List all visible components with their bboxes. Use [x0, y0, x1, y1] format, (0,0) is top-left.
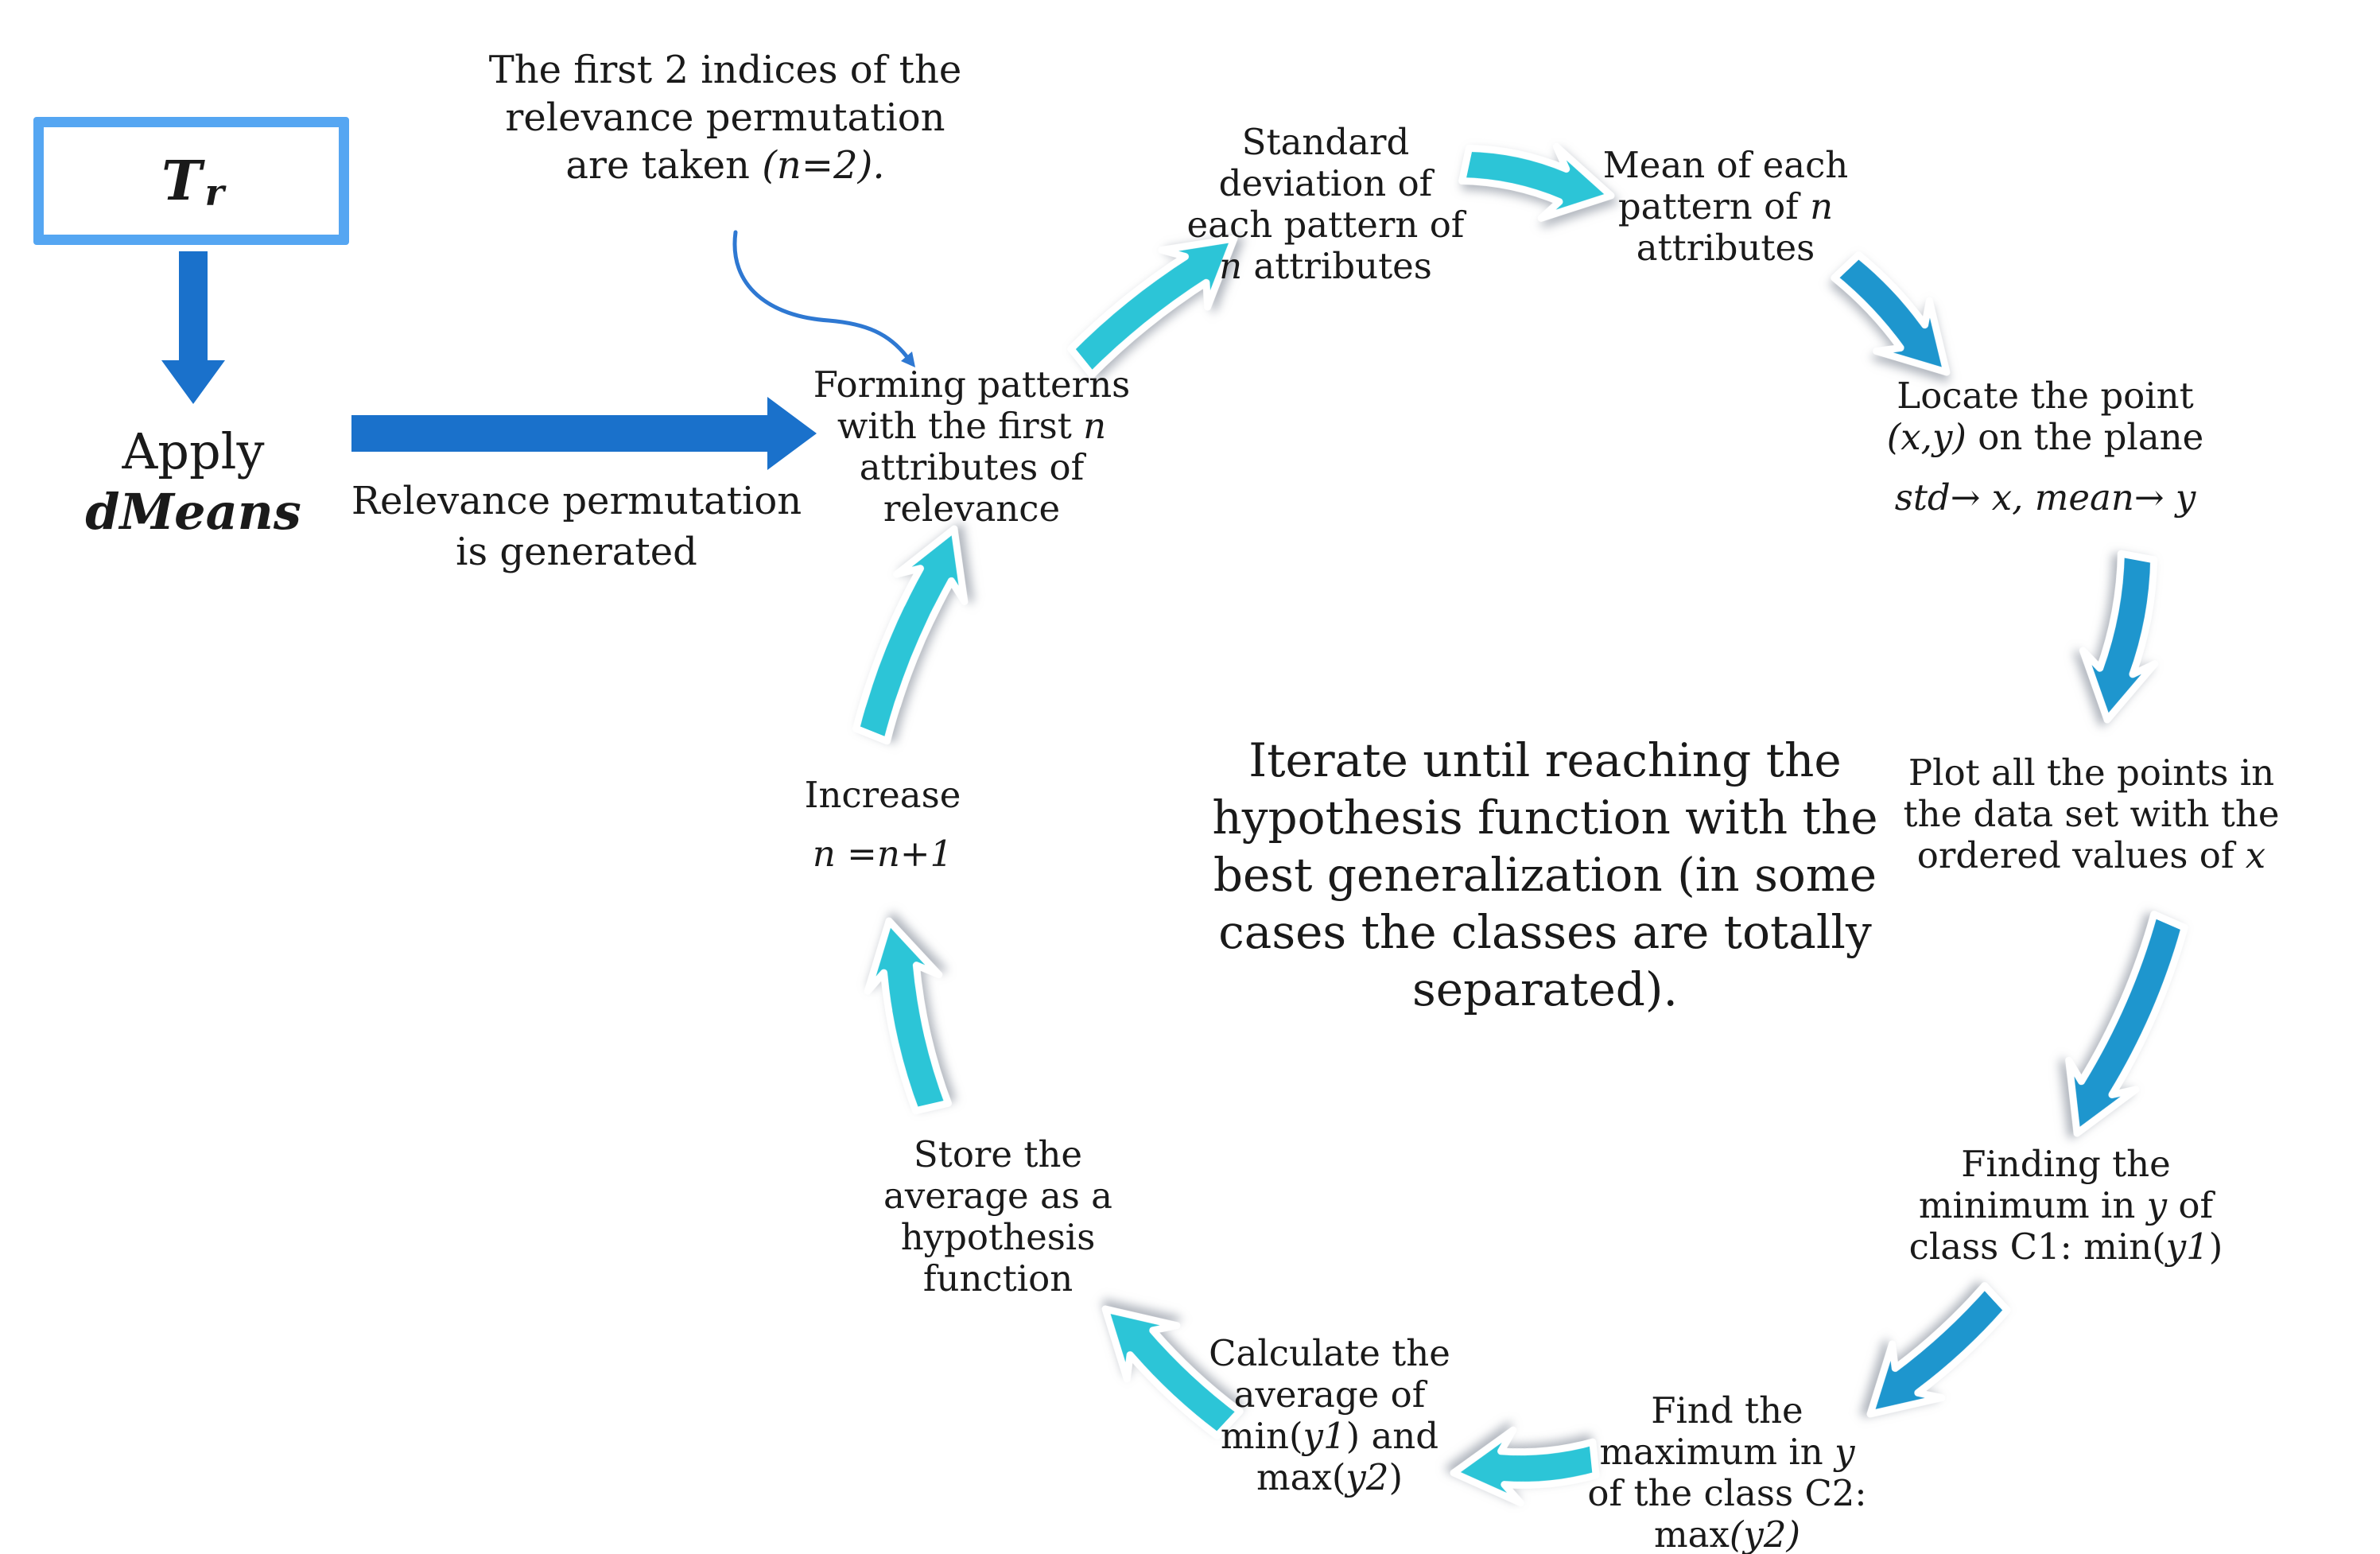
arrow-store-to-increase: [864, 917, 952, 1115]
step-standard-deviation: Standard deviation of each pattern of n …: [1186, 121, 1465, 287]
step-mean: Mean of each pattern of n attributes: [1602, 144, 1849, 269]
arrow-findmax-to-calc: [1450, 1426, 1600, 1507]
relevance-arrow-label: Relevance permutation is generated: [351, 479, 802, 574]
increase-formula: n =n+1: [812, 833, 953, 875]
apply-dmeans-label: Apply dMeans: [85, 422, 301, 542]
apply-line: Apply: [122, 422, 265, 480]
arrow-mean-to-locate: [1831, 251, 1951, 376]
step-calculate-average: Calculate the average of min(y1) and max…: [1209, 1332, 1450, 1498]
arrow-calc-to-store: [1101, 1305, 1244, 1439]
step-store-average: Store the average as a hypothesis functi…: [883, 1133, 1113, 1300]
arrow-plot-to-finding: [2065, 911, 2188, 1137]
step-locate-point: Locate the point (x,y) on the plane std→…: [1886, 375, 2204, 519]
iterate-center-note: Iterate until reaching the hypothesis fu…: [1212, 733, 1878, 1016]
step-find-maximum: Find the maximum in y of the class C2: m…: [1587, 1389, 1867, 1554]
arrow-note-to-forming: [732, 230, 915, 367]
step-increase-n: Increase n =n+1: [804, 774, 961, 875]
step-plot-points: Plot all the points in the data set with…: [1903, 752, 2280, 876]
training-set-subscript: r: [204, 170, 224, 214]
arrow-forming-to-std: [1067, 235, 1238, 379]
arrow-apply-to-forming: [351, 397, 817, 470]
dmeans-line: dMeans: [85, 483, 301, 541]
step-forming-patterns: Forming patterns with the first n attrib…: [813, 363, 1131, 530]
arrow-locate-to-plot: [2079, 550, 2159, 724]
arrow-increase-to-forming: [852, 525, 969, 745]
arrow-finding-to-findmax: [1866, 1282, 2011, 1418]
note-first-indices: The first 2 indices of the relevance per…: [488, 48, 962, 188]
arrow-tr-to-apply: [161, 251, 225, 404]
arrow-std-to-mean: [1458, 142, 1615, 222]
training-set-label: T: [161, 149, 202, 213]
step-find-minimum: Finding the minimum in y of class C1: mi…: [1908, 1143, 2223, 1268]
locate-mapping-formula: std→ x, mean→ y: [1894, 476, 2196, 519]
